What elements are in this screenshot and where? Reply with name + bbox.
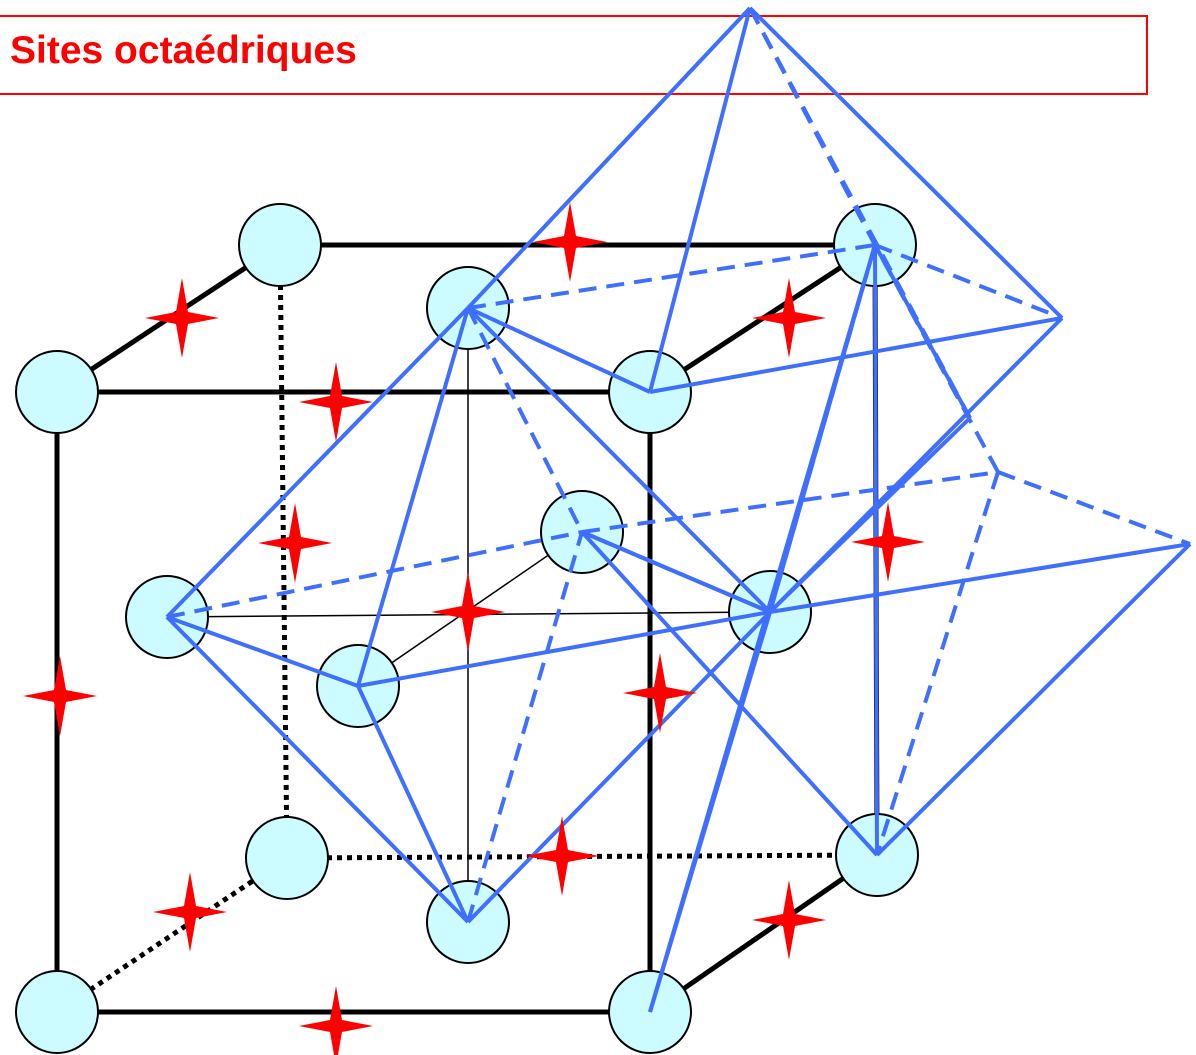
octahedron-edge	[166, 615, 359, 688]
octahedron-edge	[873, 244, 879, 856]
octahedron-edge-hidden	[166, 530, 583, 619]
page-title: Sites octaédriques	[10, 29, 357, 72]
octahedron-edge	[466, 306, 772, 614]
four-point-star-icon	[258, 503, 332, 583]
four-point-star-icon	[752, 278, 826, 358]
cube-edge-hidden	[55, 855, 289, 1015]
octahedron-edge	[769, 542, 1191, 614]
octahedron-edge-hidden	[748, 7, 972, 419]
octahedron-edge	[648, 244, 877, 1013]
cube-edge	[648, 852, 879, 1015]
octahedron-edge	[467, 306, 651, 394]
octahedral-sites	[23, 202, 925, 1055]
octahedron-edge	[581, 530, 771, 614]
octahedron-edge-hidden	[581, 470, 999, 534]
cube-edge-hidden	[286, 852, 878, 861]
octahedron-edge	[648, 7, 752, 393]
octahedron-edge-hidden	[997, 470, 1191, 546]
four-point-star-icon	[851, 502, 925, 582]
octahedron-edge-hidden	[874, 243, 1063, 320]
octahedron-edge-hidden	[466, 531, 584, 923]
octahedron-edge	[875, 542, 1192, 857]
four-point-star-icon	[145, 278, 219, 358]
four-point-star-icon	[752, 880, 826, 960]
four-point-star-icon	[623, 653, 697, 733]
octahedra	[165, 6, 1192, 1013]
octahedron-edge	[466, 6, 752, 310]
title-box: Sites octaédriques	[0, 15, 1148, 95]
octahedron-edge-hidden	[768, 244, 877, 613]
octahedron-edge	[768, 316, 1064, 614]
four-point-star-icon	[23, 656, 97, 736]
octahedron-edge-hidden	[466, 307, 584, 533]
four-point-star-icon	[533, 202, 607, 282]
atom-circle-icon	[15, 970, 99, 1054]
octahedron-edge	[356, 307, 470, 687]
four-point-star-icon	[153, 872, 227, 952]
four-point-star-icon	[431, 572, 505, 652]
octahedron-edge	[748, 6, 1064, 320]
octahedron-edge	[357, 610, 771, 688]
octahedron-edge	[165, 615, 470, 924]
octahedron-edge-hidden	[875, 471, 1000, 856]
atom-circle-icon	[245, 816, 329, 900]
four-point-star-icon	[299, 986, 373, 1055]
atom-circle-icon	[238, 203, 322, 287]
atom-circle-icon	[15, 350, 99, 434]
octahedron-edge	[466, 610, 772, 924]
cube-edge-hidden	[277, 244, 290, 859]
octahedron-edge	[649, 316, 1063, 394]
four-point-star-icon	[525, 816, 599, 896]
octahedron-edge	[165, 306, 470, 619]
octahedron-edge-hidden	[467, 243, 876, 310]
four-point-star-icon	[299, 362, 373, 442]
octahedron-edge	[356, 685, 470, 923]
octahedron-edge	[580, 530, 879, 857]
